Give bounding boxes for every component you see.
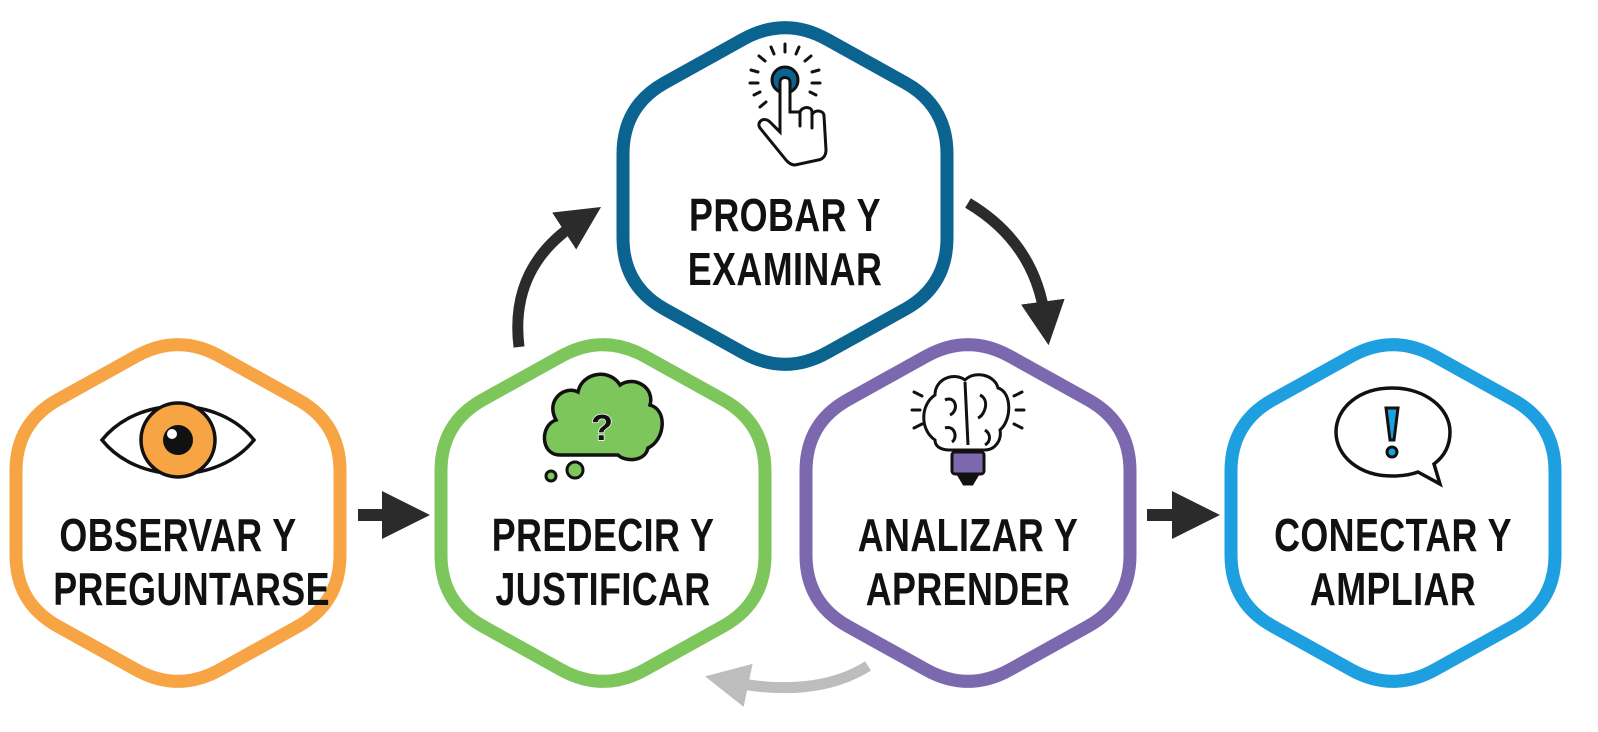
step-label-conectar-line2: AMPLIAR bbox=[1309, 563, 1477, 615]
hexagon-conectar bbox=[1224, 338, 1562, 688]
arrow-probar-to-analizar bbox=[965, 198, 1065, 346]
step-label-conectar-line1: CONECTAR Y bbox=[1274, 509, 1512, 561]
hexagon-analizar bbox=[799, 338, 1137, 688]
arrow-predecir-to-probar bbox=[512, 206, 602, 348]
hexagon-observar bbox=[9, 338, 347, 688]
svg-text:?: ? bbox=[591, 407, 613, 448]
speech-bubble-exclamation-icon bbox=[1334, 386, 1452, 488]
step-label-analizar: ANALIZAR Y APRENDER bbox=[843, 508, 1093, 616]
hexagon-probar bbox=[616, 21, 954, 371]
arrow-analizar-back-to-predecir bbox=[705, 661, 871, 707]
eye-icon bbox=[99, 401, 257, 479]
step-label-observar-line2: PREGUNTARSE bbox=[53, 563, 330, 615]
step-label-predecir-line1: PREDECIR Y bbox=[491, 509, 715, 561]
step-label-probar-line1: PROBAR Y bbox=[689, 189, 881, 241]
hand-tap-icon bbox=[748, 42, 828, 167]
step-label-observar-line1: OBSERVAR Y bbox=[59, 509, 297, 561]
step-label-analizar-line1: ANALIZAR Y bbox=[857, 509, 1079, 561]
brain-bulb-icon bbox=[910, 373, 1026, 486]
thought-cloud-question-icon: ? bbox=[542, 372, 664, 483]
hexagon-predecir bbox=[434, 338, 772, 688]
step-label-probar-line2: EXAMINAR bbox=[687, 243, 883, 295]
step-label-predecir: PREDECIR Y JUSTIFICAR bbox=[478, 508, 728, 616]
step-label-observar: OBSERVAR Y PREGUNTARSE bbox=[53, 508, 330, 616]
step-label-probar: PROBAR Y EXAMINAR bbox=[660, 188, 910, 296]
step-label-conectar: CONECTAR Y AMPLIAR bbox=[1268, 508, 1518, 616]
step-label-predecir-line2: JUSTIFICAR bbox=[495, 563, 711, 615]
step-label-analizar-line2: APRENDER bbox=[865, 563, 1071, 615]
